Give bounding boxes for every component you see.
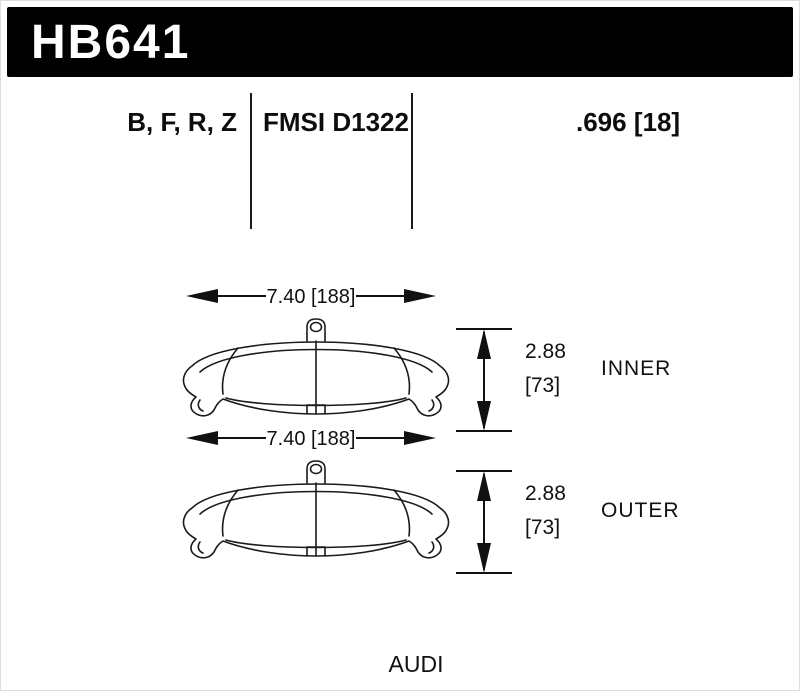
width-dim-text: 7.40 [188]: [267, 286, 356, 308]
part-number: HB641: [31, 15, 191, 69]
pad-ear-detail-right: [428, 399, 435, 412]
divider-line-2: [411, 93, 413, 229]
arrow-left-icon: [186, 289, 218, 303]
height-dim-inches: 2.88: [525, 482, 566, 505]
pad-tab-hole: [309, 463, 323, 475]
part-number-banner: HB641: [7, 7, 793, 77]
pad-outline: [182, 483, 450, 559]
brake-pad-drawing: [182, 318, 450, 417]
arrow-right-icon: [404, 431, 436, 445]
vehicle-make: AUDI: [388, 651, 444, 677]
pad-end-curve-left: [221, 347, 239, 395]
width-dimension-arrow: 7.40 [188]: [186, 428, 436, 450]
pad-bottom-notch: [306, 546, 326, 557]
arrow-down-icon: [477, 401, 491, 431]
divider-line-1: [250, 93, 252, 229]
compound-codes: B, F, R, Z: [127, 107, 237, 137]
pad-position-label: INNER: [601, 357, 672, 380]
arrow-right-icon: [404, 289, 436, 303]
arrow-left-icon: [186, 431, 218, 445]
fmsi-number: FMSI D1322: [263, 107, 409, 137]
brake-pad-drawing: [182, 460, 450, 559]
pad-ear-detail-left: [197, 541, 204, 554]
pad-center-tab: [306, 318, 326, 342]
width-dim-text: 7.40 [188]: [267, 428, 356, 450]
pad-end-curve-right: [393, 489, 411, 537]
pad-thickness: .696 [18]: [576, 107, 681, 137]
pad-ear-detail-left: [197, 399, 204, 412]
arrow-up-icon: [477, 329, 491, 359]
pad-ear-detail-right: [428, 541, 435, 554]
arrow-up-icon: [477, 471, 491, 501]
pad-center-tab: [306, 460, 326, 484]
width-dimension-arrow: 7.40 [188]: [186, 286, 436, 308]
arrow-down-icon: [477, 543, 491, 573]
pad-bottom-notch: [306, 404, 326, 415]
pad-tab-hole: [309, 321, 323, 333]
height-dim-mm: [73]: [525, 516, 561, 539]
figure-outer-pad: 7.40 [188]: [176, 426, 799, 576]
pad-outline: [182, 341, 450, 417]
pad-end-curve-left: [221, 489, 239, 537]
figure-inner-pad: 7.40 [188]: [176, 284, 799, 434]
height-dimension-arrow: [456, 328, 512, 432]
pad-position-label: OUTER: [601, 499, 680, 522]
height-dim-inches: 2.88: [525, 340, 566, 363]
height-dim-mm: [73]: [525, 374, 561, 397]
height-dimension-arrow: [456, 470, 512, 574]
pad-end-curve-right: [393, 347, 411, 395]
